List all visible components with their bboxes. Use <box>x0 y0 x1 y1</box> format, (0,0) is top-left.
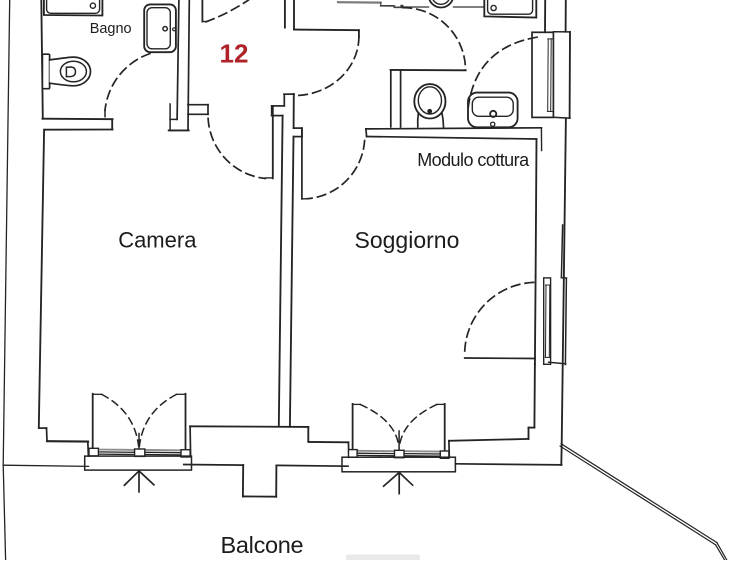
svg-text:Soggiorno: Soggiorno <box>355 227 460 253</box>
svg-text:12: 12 <box>220 39 249 69</box>
svg-text:Modulo cottura: Modulo cottura <box>417 150 530 170</box>
svg-text:Bagno: Bagno <box>90 21 132 37</box>
svg-text:Camera: Camera <box>118 228 197 253</box>
svg-text:Balcone: Balcone <box>221 532 304 558</box>
